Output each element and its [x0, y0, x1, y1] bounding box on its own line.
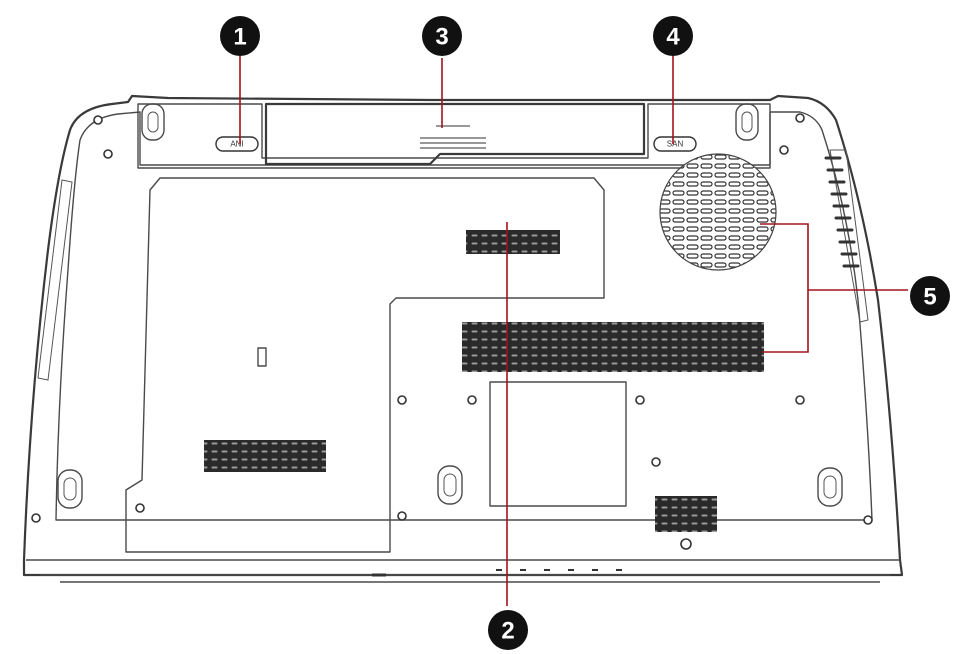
- callout-label-2: 2: [501, 618, 514, 645]
- latch-left-text: ANI: [230, 140, 243, 149]
- chassis-bottom-rim: [26, 559, 900, 583]
- screw: [135, 503, 145, 513]
- foot-top-left: [141, 103, 165, 141]
- callout-line-5: [760, 223, 908, 353]
- screw: [467, 395, 477, 405]
- vent-main: [462, 322, 764, 372]
- screw: [397, 511, 407, 521]
- callout-label-5: 5: [923, 284, 936, 311]
- fan-grille: [659, 153, 777, 271]
- chassis-inner: [55, 111, 873, 521]
- screw: [103, 149, 113, 159]
- screw: [93, 115, 103, 125]
- left-side-edge: [37, 179, 73, 381]
- battery-bay-frame: [137, 103, 771, 169]
- screw: [680, 538, 692, 550]
- screw: [795, 113, 805, 123]
- battery-pack: [264, 102, 646, 166]
- battery-lock-latch-right[interactable]: SAN: [653, 136, 697, 152]
- chassis: [22, 94, 904, 583]
- battery: ANI SAN: [137, 102, 771, 169]
- vent-bottom-right: [655, 496, 717, 532]
- callout-label-1: 1: [233, 24, 246, 51]
- cover-slot: [257, 347, 267, 367]
- callout-badge-5: 5: [910, 276, 950, 316]
- screw: [863, 515, 873, 525]
- battery-release-latch-left[interactable]: ANI: [215, 136, 259, 152]
- screws: [31, 113, 873, 550]
- foot-bottom-center: [437, 465, 463, 505]
- callout-label-4: 4: [666, 24, 680, 51]
- callout-badge-2: 2: [488, 610, 528, 650]
- screw: [651, 457, 661, 467]
- side-vent-slots: [824, 156, 860, 268]
- vent-upper: [466, 230, 560, 254]
- callout-lines: [239, 56, 908, 606]
- screw: [31, 513, 41, 523]
- battery-label-lines: [420, 125, 486, 149]
- front-indicator-marks: [372, 569, 622, 577]
- callout-badge-1: 1: [220, 16, 260, 56]
- memory-cover-panel: [125, 177, 605, 553]
- screw: [397, 395, 407, 405]
- rubber-feet: [57, 103, 843, 509]
- screw: [795, 395, 805, 405]
- foot-bottom-right: [817, 467, 843, 507]
- callout-badge-3: 3: [422, 16, 462, 56]
- callout-badge-4: 4: [653, 16, 693, 56]
- access-cover: [489, 381, 627, 507]
- foot-bottom-left: [57, 469, 83, 509]
- latch-right-text: SAN: [667, 140, 684, 149]
- vent-left: [204, 440, 326, 472]
- chassis-outer: [22, 94, 904, 577]
- foot-top-right: [735, 103, 759, 141]
- screw: [635, 395, 645, 405]
- screw: [779, 145, 789, 155]
- callout-label-3: 3: [435, 24, 448, 51]
